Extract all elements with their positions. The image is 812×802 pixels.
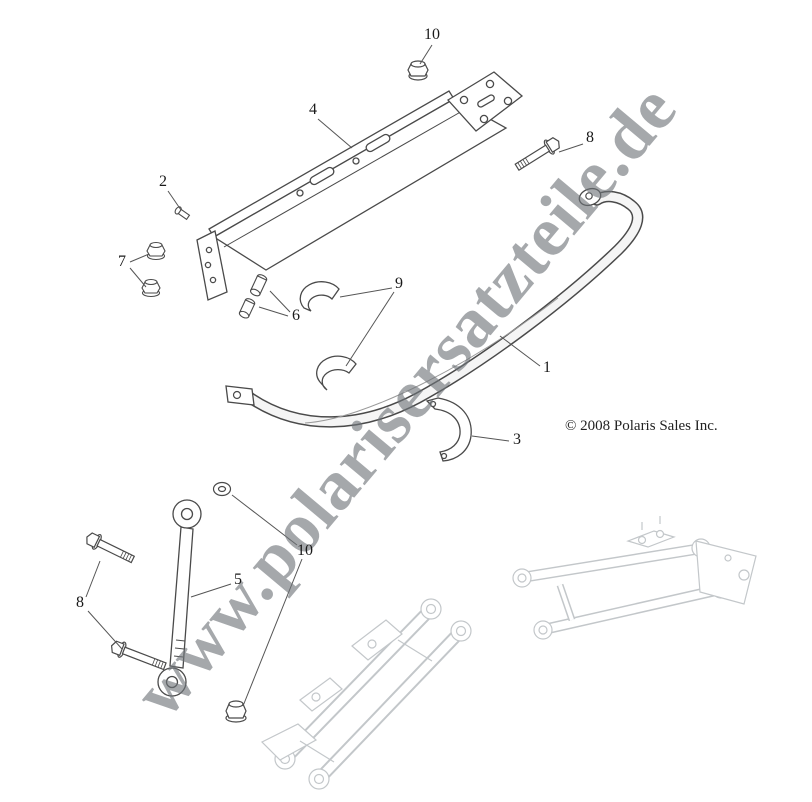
callout-7: 7 — [118, 253, 126, 270]
spacer-6b — [238, 298, 256, 319]
stabilizer-link — [157, 499, 202, 697]
callout-10-top: 10 — [424, 26, 440, 43]
callout-1: 1 — [543, 359, 551, 376]
callout-3: 3 — [513, 431, 521, 448]
callout-10-bottom: 10 — [297, 542, 313, 559]
callout-4: 4 — [309, 101, 317, 118]
callout-5: 5 — [234, 571, 242, 588]
spacer-6a — [249, 274, 268, 297]
ghost-swingarm-right — [512, 516, 757, 640]
mount-bracket — [196, 71, 524, 301]
callout-6: 6 — [292, 307, 300, 324]
flange-nut-7b — [141, 278, 161, 298]
screw-small — [174, 206, 191, 221]
sway-bar — [225, 187, 644, 428]
callout-8-bottom: 8 — [76, 594, 84, 611]
callout-8-top: 8 — [586, 129, 594, 146]
callout-2: 2 — [159, 173, 167, 190]
flange-nut-bottom — [225, 700, 247, 723]
flange-nut-top — [407, 60, 429, 81]
bolt-top-right — [514, 137, 560, 171]
bushing-lower — [316, 355, 357, 391]
washer — [212, 481, 232, 497]
bolt-lower-b — [110, 640, 167, 671]
bushing-upper — [299, 281, 340, 312]
copyright-text: © 2008 Polaris Sales Inc. — [565, 418, 718, 434]
flange-nut-7a — [146, 241, 166, 261]
leader-lines — [85, 44, 584, 707]
ghost-swingarm-center — [260, 598, 472, 790]
bolt-lower-a — [86, 532, 136, 564]
clamp-bracket — [425, 397, 472, 462]
callout-9: 9 — [395, 275, 403, 292]
